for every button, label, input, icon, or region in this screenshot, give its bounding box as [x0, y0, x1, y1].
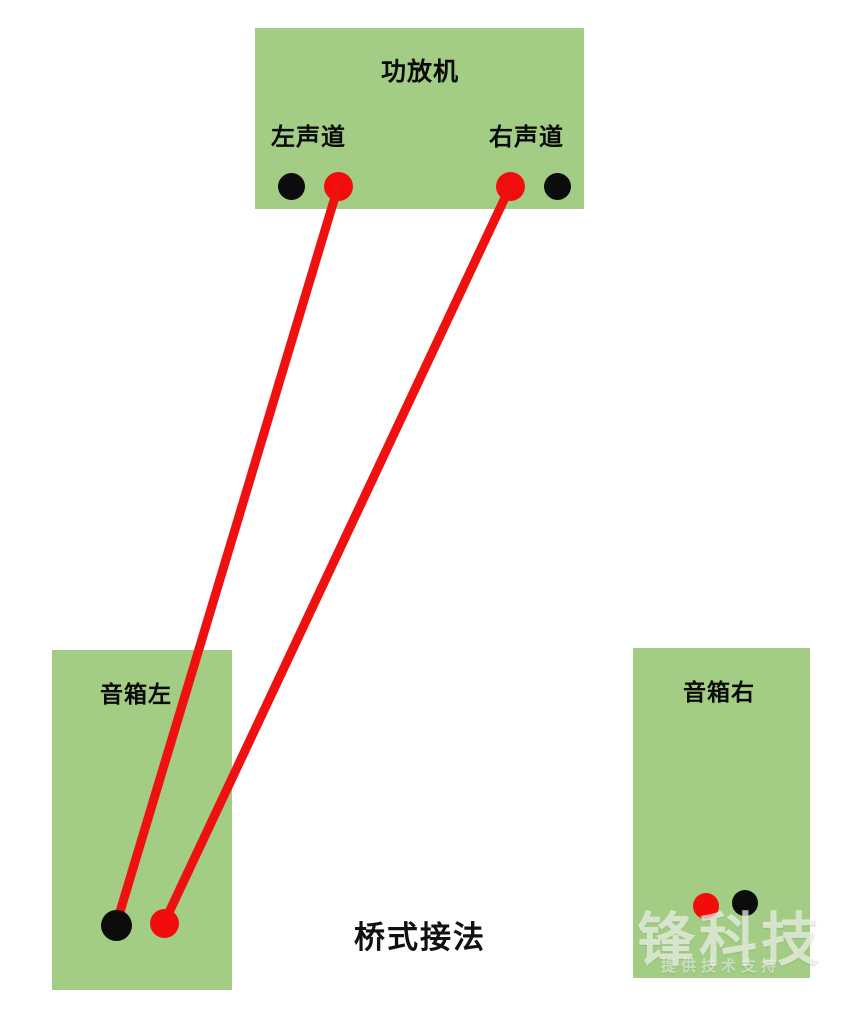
amp-right-negative-terminal[interactable] — [544, 173, 571, 200]
amplifier-right-channel-label: 右声道 — [489, 123, 564, 151]
speaker-left-label: 音箱左 — [100, 682, 172, 708]
speaker-right-box — [633, 648, 810, 978]
speaker-left-positive-terminal[interactable] — [150, 909, 179, 938]
amplifier-left-channel-label: 左声道 — [271, 123, 346, 151]
diagram-caption: 桥式接法 — [354, 920, 486, 956]
speaker-left-negative-terminal[interactable] — [101, 910, 132, 941]
amp-right-positive-terminal[interactable] — [496, 172, 525, 201]
amp-left-negative-terminal[interactable] — [278, 173, 305, 200]
speaker-right-positive-terminal[interactable] — [693, 893, 719, 919]
amplifier-title: 功放机 — [381, 57, 460, 86]
speaker-right-negative-terminal[interactable] — [732, 890, 758, 916]
amp-left-positive-terminal[interactable] — [324, 172, 353, 201]
speaker-right-label: 音箱右 — [683, 680, 755, 706]
amplifier-box — [255, 28, 584, 209]
